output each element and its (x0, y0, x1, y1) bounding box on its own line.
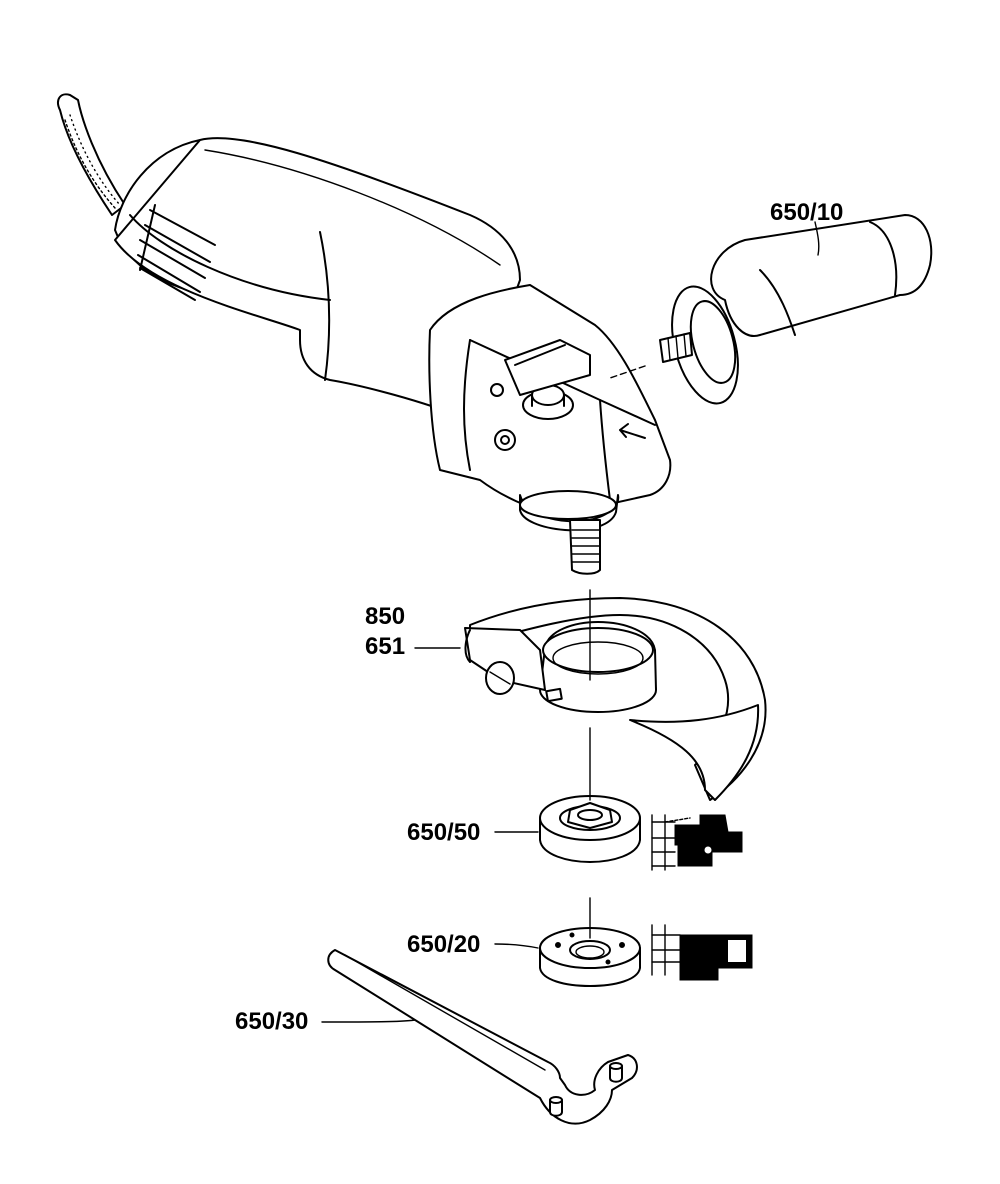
spindle (569, 519, 601, 575)
label-clamping-nut[interactable]: 650/20 (407, 931, 481, 958)
switch (504, 339, 591, 396)
motor-housing (114, 137, 521, 421)
label-side-handle[interactable]: 650/10 (770, 199, 844, 226)
nut-section-view (651, 924, 753, 981)
clamping-nut[interactable] (539, 927, 641, 987)
pin-spanner[interactable] (327, 949, 638, 1125)
label-guard-850[interactable]: 850 (365, 603, 406, 630)
leader-lines (321, 221, 820, 1023)
power-cord (57, 93, 126, 216)
label-guard-651[interactable]: 651 (365, 633, 406, 660)
label-backing-flange[interactable]: 650/50 (407, 819, 481, 846)
side-handle[interactable] (609, 214, 933, 411)
backing-flange[interactable] (539, 795, 641, 863)
spanner-pins (549, 1062, 623, 1117)
flange-section-view (651, 814, 743, 871)
label-pin-spanner[interactable]: 650/30 (235, 1008, 309, 1035)
vent-slots (137, 204, 216, 301)
wheel-guard[interactable] (464, 597, 767, 801)
gear-head (428, 284, 672, 575)
